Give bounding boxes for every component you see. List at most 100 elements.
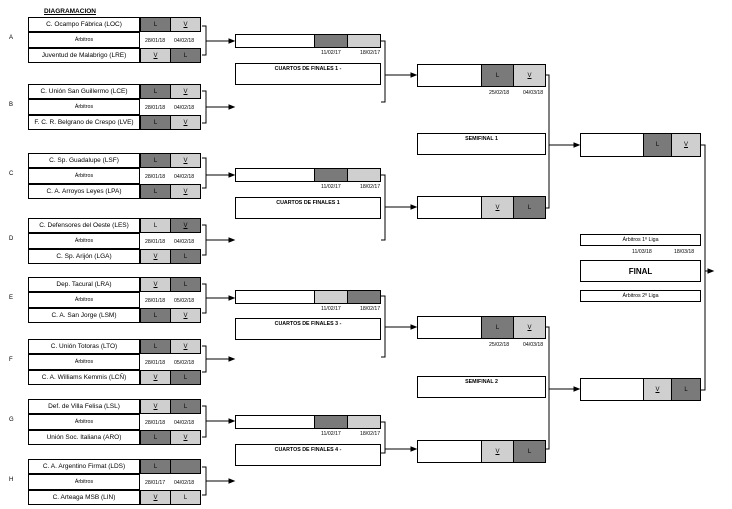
quarter-label: CUARTOS DE FINALES 3 - [235,318,381,340]
result-mark [314,168,348,182]
result-mark: V [140,370,171,385]
result-mark: L [140,115,171,130]
quarter-date-2: 18/02/17 [360,306,381,312]
result-mark: L [481,316,514,339]
group-team-1: Dep. Tacural (LRA) [28,277,140,292]
quarter-label: CUARTOS DE FINALES 4 - [235,444,381,466]
result-mark: L [481,64,514,87]
group-date-1: 28/01/18 [145,298,166,304]
result-mark: L [140,184,171,199]
group-letter: A [9,35,14,41]
group-team-1: C. Ocampo Fábrica (LOC) [28,17,140,32]
result-mark [314,290,348,304]
group-team-2: C. Arteaga MSB (LIN) [28,490,140,505]
quarter-label: CUARTOS DE FINALES 1 [235,197,381,219]
result-mark [347,415,381,429]
semi-slot [417,196,482,219]
final-date-2: 18/03/18 [674,249,695,255]
group-letter: B [9,102,14,108]
final-slot-1 [580,133,644,157]
quarter-date-1: 11/02/17 [321,306,341,312]
group-date-2: 04/02/18 [174,38,195,44]
result-mark: V [140,490,171,505]
group-team-1: C. Defensores del Oeste (LES) [28,218,140,233]
result-mark: V [140,249,171,264]
result-mark: V [481,196,514,219]
group-letter: F [9,357,13,363]
group-team-1: C. Unión Totoras (LTO) [28,339,140,354]
result-mark [170,459,201,474]
group-team-1: C. A. Argentino Firmat (LDS) [28,459,140,474]
result-mark: V [513,316,546,339]
result-mark [347,168,381,182]
result-mark: V [170,339,201,354]
result-mark: L [140,84,171,99]
group-date-1: 28/01/18 [145,360,166,366]
result-mark: V [170,218,201,233]
group-team-1: Def. de Villa Felisa (LSL) [28,399,140,414]
result-mark [314,415,348,429]
group-date-2: 04/02/18 [174,480,195,486]
group-arbitros: Árbitros [28,99,140,115]
result-mark: L [170,370,201,385]
group-arbitros: Árbitros [28,233,140,249]
final-arbitros-1: Árbitros 1º Liga [580,234,701,246]
final-slot-2 [580,378,644,401]
quarter-slot-top [235,34,315,48]
final-mark-1b: V [671,133,701,157]
result-mark: L [170,249,201,264]
group-team-1: C. Sp. Guadalupe (LSF) [28,153,140,168]
quarter-date-1: 11/02/17 [321,184,341,190]
final-arbitros-2: Árbitros 2º Liga [580,290,701,302]
result-mark: V [170,430,201,445]
group-letter: G [9,417,14,423]
result-mark: L [140,430,171,445]
result-mark [347,34,381,48]
group-letter: E [9,295,14,301]
group-team-2: C. A. San Jorge (LSM) [28,308,140,323]
group-arbitros: Árbitros [28,474,140,490]
group-arbitros: Árbitros [28,414,140,430]
result-mark [314,34,348,48]
group-date-2: 04/02/18 [174,420,195,426]
result-mark: L [170,399,201,414]
result-mark: L [140,218,171,233]
result-mark: V [170,184,201,199]
group-team-2: F. C. R. Belgrano de Crespo (LVE) [28,115,140,130]
group-team-1: C. Unión San Guillermo (LCE) [28,84,140,99]
result-mark: V [140,277,171,292]
group-arbitros: Árbitros [28,354,140,370]
result-mark: L [140,153,171,168]
quarter-slot-top [235,290,315,304]
result-mark: V [170,17,201,32]
quarter-date-2: 18/02/17 [360,431,381,437]
semi-date-1: 25/02/18 [489,342,510,348]
group-date-1: 28/01/18 [145,420,166,426]
result-mark: L [513,196,546,219]
result-mark [347,290,381,304]
result-mark: L [170,48,201,63]
result-mark: L [140,339,171,354]
semi-label: SEMIFINAL 1 [417,133,546,155]
group-date-2: 04/02/18 [174,105,195,111]
group-letter: H [9,477,14,483]
result-mark: V [170,153,201,168]
result-mark: V [140,399,171,414]
group-arbitros: Árbitros [28,32,140,48]
group-team-2: C. A. Arroyos Leyes (LPA) [28,184,140,199]
result-mark: L [170,277,201,292]
group-team-2: Unión Soc. Italiana (ARO) [28,430,140,445]
quarter-date-2: 18/02/17 [360,184,381,190]
semi-slot [417,440,482,463]
result-mark: L [513,440,546,463]
group-date-1: 28/01/18 [145,239,166,245]
group-team-2: C. Sp. Arijón (LGA) [28,249,140,264]
quarter-date-2: 18/02/17 [360,50,381,56]
diagram-title: DIAGRAMACION [44,8,96,15]
group-team-2: C. A. Williams Kemmis (LCÑ) [28,370,140,385]
final-date-1: 11/03/18 [632,249,652,255]
result-mark: L [140,459,171,474]
quarter-date-1: 11/02/17 [321,50,341,56]
final-mark-2a: V [643,378,672,401]
